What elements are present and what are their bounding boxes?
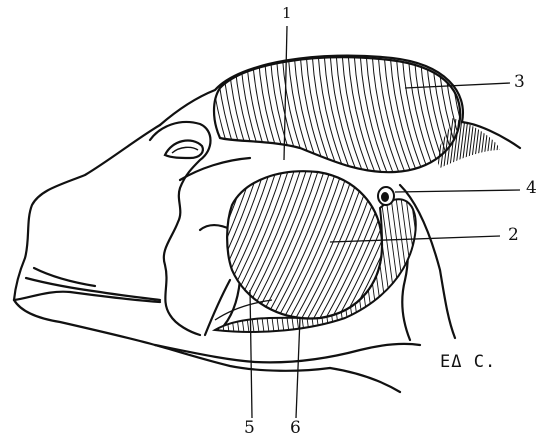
label-3: 3: [514, 74, 525, 91]
hatch-stroke: [497, 110, 505, 175]
ear-opening-icon: [378, 187, 394, 205]
hatch-stroke: [462, 50, 492, 180]
eye-icon: [165, 140, 203, 158]
leader-line-4: [395, 190, 520, 192]
hatch-stroke: [420, 190, 440, 340]
leader-line-6: [296, 318, 300, 418]
label-2: 2: [508, 227, 519, 244]
hatch-stroke: [180, 50, 210, 180]
hatch-stroke: [430, 190, 450, 340]
hatch-stroke: [200, 190, 220, 340]
hatch-stroke: [474, 50, 504, 180]
hatch-stroke: [166, 165, 236, 325]
hatch-stroke: [468, 50, 498, 180]
hatch-stroke: [205, 190, 225, 340]
label-1: 1: [282, 6, 292, 21]
label-5: 5: [244, 420, 255, 437]
label-4: 4: [526, 180, 537, 197]
hatch-stroke: [425, 190, 445, 340]
artist-signature: EΔ C.: [440, 352, 496, 372]
hatch-stroke: [500, 110, 508, 175]
leader-line-5: [250, 290, 252, 418]
hatch-stroke: [480, 50, 510, 180]
label-6: 6: [290, 420, 301, 437]
